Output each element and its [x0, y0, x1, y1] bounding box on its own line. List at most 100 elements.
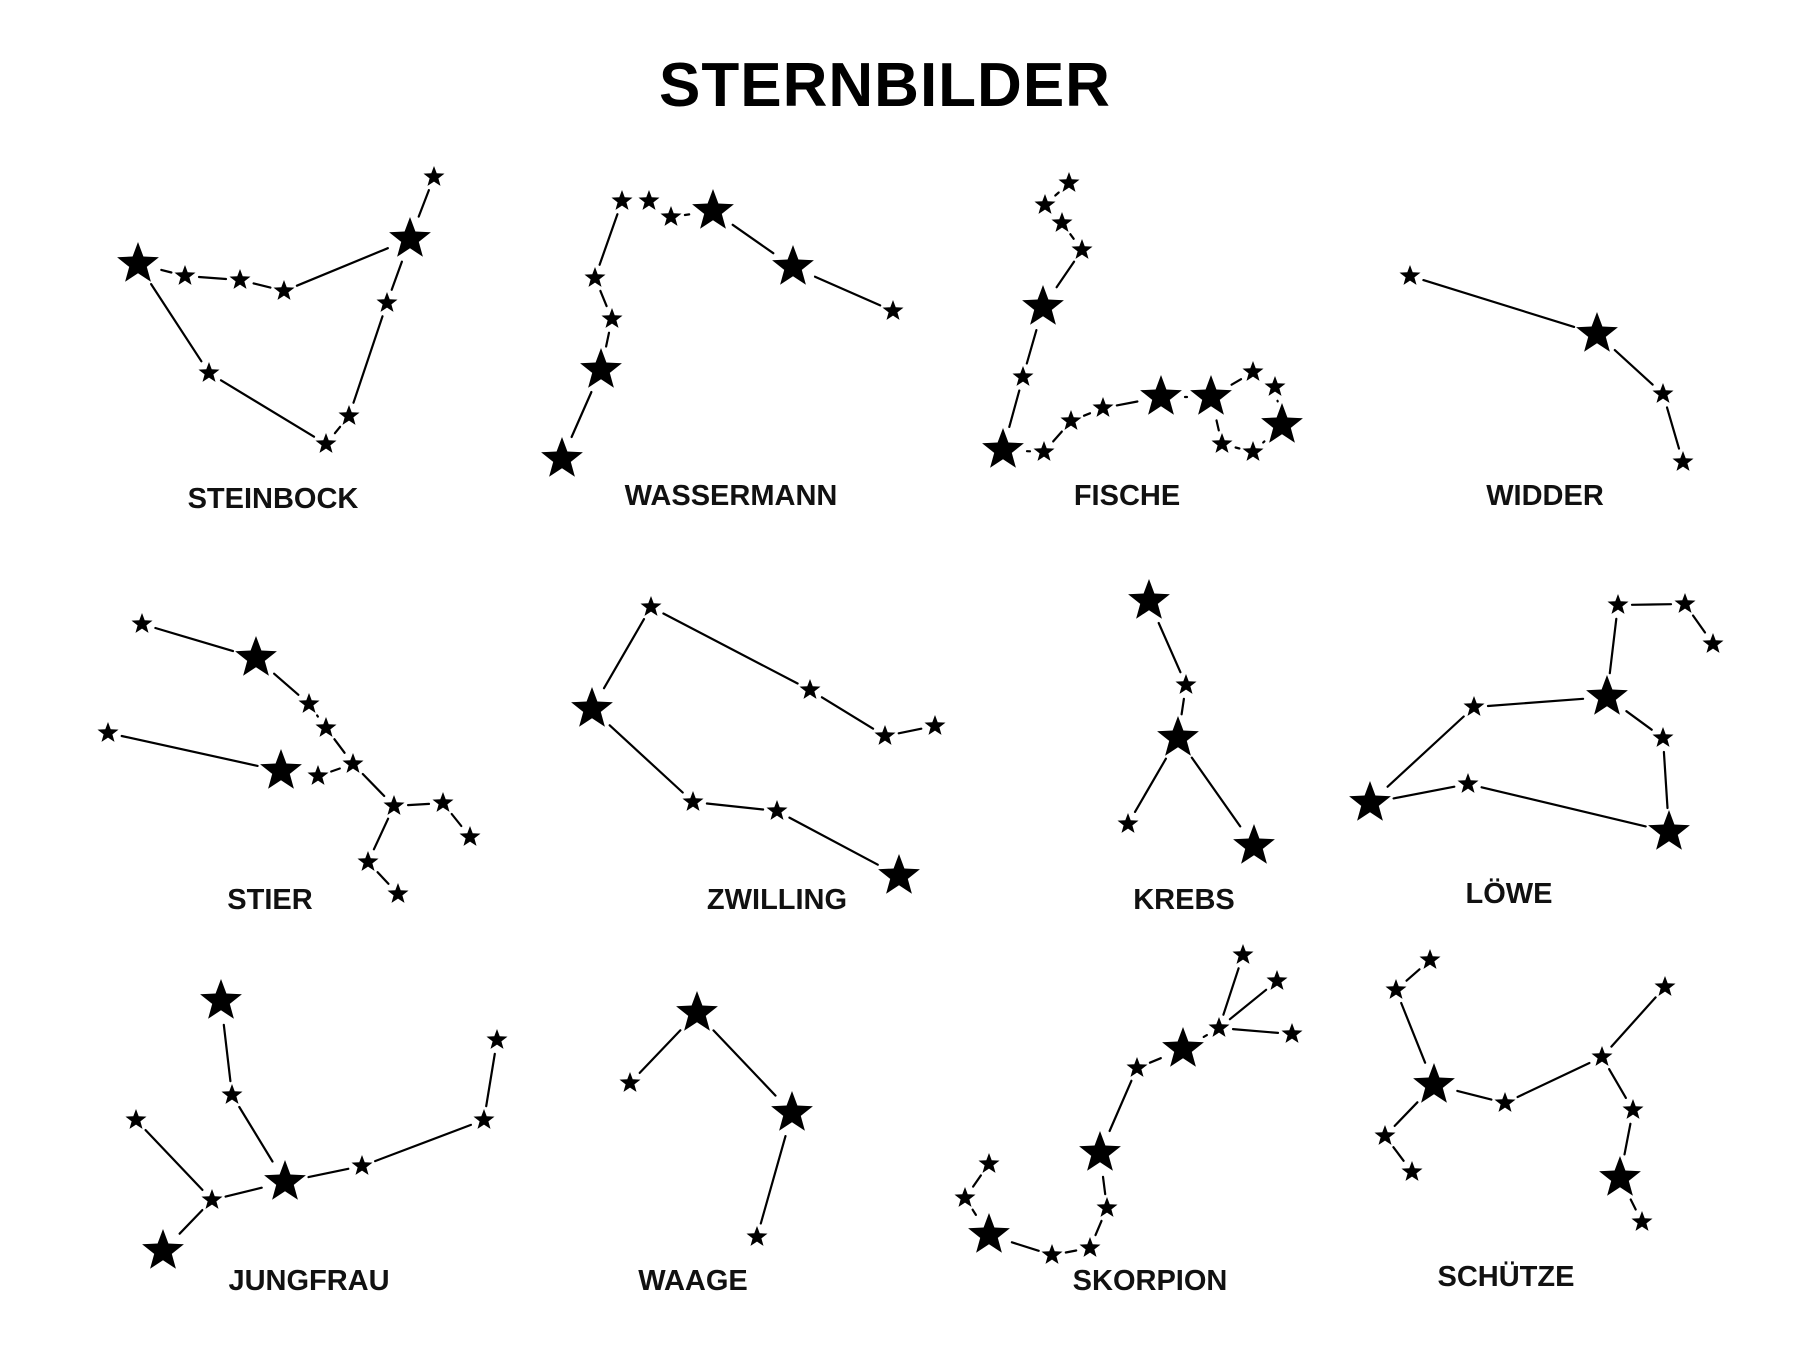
constellation-waage: WAAGE [619, 991, 813, 1297]
connector-line [683, 213, 691, 217]
connector-line [1610, 996, 1657, 1048]
connector-line [150, 283, 203, 363]
connector-line [1133, 757, 1168, 814]
constellation-label-schuetze: SCHÜTZE [1438, 1260, 1575, 1293]
large-star-icon [1261, 403, 1303, 443]
small-star-icon [601, 308, 623, 328]
connector-line [372, 817, 390, 851]
connector-line [1108, 1079, 1133, 1133]
small-star-icon [1457, 773, 1479, 793]
connector-line [238, 1105, 274, 1163]
large-star-icon [571, 687, 613, 727]
connector-line [178, 1208, 204, 1235]
large-star-icon [1599, 1156, 1641, 1196]
large-star-icon [260, 749, 302, 789]
connector-line [602, 617, 646, 690]
connector-line [219, 379, 316, 438]
connector-line [307, 1167, 350, 1179]
connector-line [1101, 1175, 1107, 1196]
connector-line [1625, 710, 1653, 731]
connector-line [1630, 603, 1673, 606]
constellation-label-steinbock: STEINBOCK [188, 483, 359, 515]
connector-line [1613, 349, 1654, 386]
connector-line [144, 1128, 204, 1192]
constellation-label-jungfrau: JUNGFRAU [228, 1265, 389, 1297]
connector-line [330, 767, 341, 773]
constellation-fische: FISCHE [982, 172, 1303, 512]
connector-line [1662, 750, 1669, 810]
small-star-icon [1051, 212, 1073, 232]
connector-line [1148, 1057, 1162, 1064]
small-star-icon [1494, 1092, 1516, 1112]
connector-line [608, 724, 684, 794]
small-star-icon [1702, 633, 1724, 653]
connector-line [1607, 1067, 1628, 1100]
small-star-icon [459, 826, 481, 846]
small-star-icon [1385, 979, 1407, 999]
connector-line [376, 871, 390, 885]
small-star-icon [924, 715, 946, 735]
small-star-icon [1058, 172, 1080, 192]
connector-line [662, 612, 799, 685]
constellation-steinbock: STEINBOCK [117, 166, 445, 515]
connector-line [154, 626, 235, 653]
connector-line [759, 1134, 787, 1225]
large-star-icon [1190, 375, 1232, 415]
large-star-icon [1576, 312, 1618, 352]
large-star-icon [1128, 579, 1170, 619]
small-star-icon [640, 596, 662, 616]
small-star-icon [1652, 727, 1674, 747]
small-star-icon [1266, 970, 1288, 990]
connector-line [1094, 1219, 1103, 1237]
large-star-icon [676, 991, 718, 1031]
connector-line [1405, 968, 1421, 982]
small-star-icon [1242, 441, 1264, 461]
constellation-widder: WIDDER [1399, 265, 1694, 512]
connector-line [1010, 1241, 1040, 1252]
large-star-icon [117, 242, 159, 282]
constellation-label-wassermann: WASSERMANN [625, 480, 838, 512]
small-star-icon [799, 679, 821, 699]
constellation-label-fische: FISCHE [1074, 480, 1180, 512]
small-star-icon [1674, 593, 1696, 613]
constellation-label-loewe: LÖWE [1466, 877, 1553, 910]
small-star-icon [1175, 674, 1197, 694]
connector-line [971, 1174, 983, 1188]
connector-line [1082, 412, 1092, 417]
connector-line [1231, 1027, 1280, 1035]
small-star-icon [1264, 376, 1286, 396]
large-star-icon [264, 1160, 306, 1200]
connector-line [197, 275, 228, 281]
small-star-icon [315, 433, 337, 453]
large-star-icon [968, 1213, 1010, 1253]
large-star-icon [772, 245, 814, 285]
small-star-icon [229, 269, 251, 289]
connector-line [352, 315, 384, 404]
constellation-label-stier: STIER [227, 884, 312, 916]
constellation-label-widder: WIDDER [1486, 480, 1604, 512]
connector-line [1052, 430, 1063, 443]
connector-line [705, 802, 765, 811]
connector-line [316, 714, 319, 718]
small-star-icon [221, 1084, 243, 1104]
connector-line [1190, 756, 1242, 828]
small-star-icon [387, 883, 409, 903]
connector-line [1623, 1122, 1632, 1156]
small-star-icon [97, 722, 119, 742]
small-star-icon [882, 300, 904, 320]
small-star-icon [273, 280, 295, 300]
small-star-icon [131, 613, 153, 633]
small-star-icon [1071, 239, 1093, 259]
small-star-icon [432, 792, 454, 812]
small-star-icon [376, 292, 398, 312]
connector-line [1422, 279, 1576, 328]
connector-line [570, 390, 593, 439]
connector-line [1691, 614, 1707, 634]
connector-line [1386, 715, 1465, 788]
connector-line [333, 738, 346, 754]
large-star-icon [235, 636, 277, 676]
connector-line [390, 260, 403, 291]
large-star-icon [1413, 1063, 1455, 1103]
small-star-icon [1399, 265, 1421, 285]
